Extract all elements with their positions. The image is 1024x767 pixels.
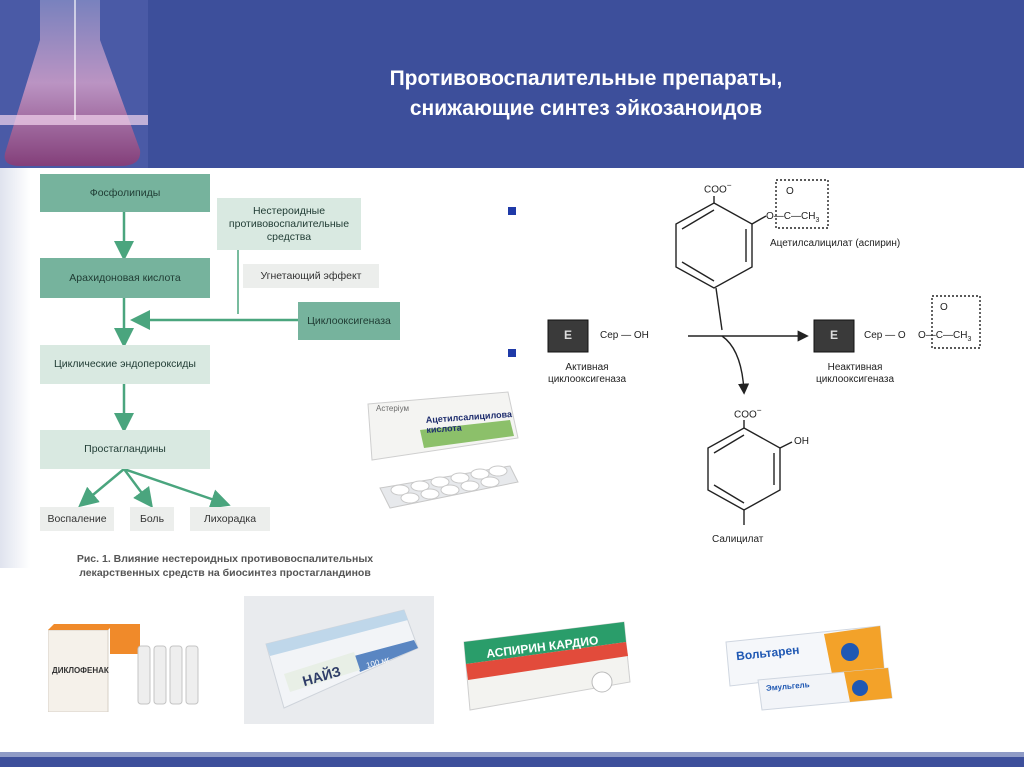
ester-text: O—C—CH — [766, 211, 816, 222]
flask-image — [0, 0, 148, 168]
footer-stripe — [0, 752, 1024, 757]
nise-drawing — [265, 609, 419, 709]
voltaren-package-image: Вольтарен Эмульгель — [724, 624, 896, 712]
page-title: Противовоспалительные препараты, снижающ… — [148, 64, 1024, 124]
inactive-o-top: O — [940, 302, 948, 313]
label-fever: Лихорадка — [203, 512, 257, 525]
left-shade — [0, 168, 30, 568]
aspirin-label: Ацетилсалицилат (аспирин) — [770, 238, 901, 249]
box-inflammation: Воспаление — [40, 507, 114, 531]
bullet-marker — [508, 349, 516, 357]
box-phospholipids: Фосфолипиды — [40, 174, 210, 212]
salicylate-label: Салицилат — [712, 534, 764, 545]
aspirin-coo: COO− — [704, 180, 732, 196]
inactive-ch3-subscript: 3 — [967, 336, 972, 343]
salicylate-coo: COO− — [734, 405, 762, 421]
box-arachidonic-acid: Арахидоновая кислота — [40, 258, 210, 298]
label-arachidonic-acid: Арахидоновая кислота — [69, 271, 181, 284]
aspirin-o-top: O — [786, 186, 794, 197]
enzyme-active-e: E — [563, 328, 572, 342]
box-nsaid: Нестероидные противовоспалительные средс… — [217, 198, 361, 250]
inactive-line-2: циклооксигеназа — [815, 374, 895, 385]
voltaren-drawing — [725, 625, 893, 711]
bullet-marker — [508, 207, 516, 215]
label-prostaglandins: Простагландины — [84, 443, 166, 455]
aspirin-ester: O—C—CH3 — [766, 211, 819, 224]
nise-package-image: НАЙЗ 100 мг — [244, 596, 434, 724]
box-fever: Лихорадка — [190, 507, 270, 531]
ch3-subscript: 3 — [815, 217, 820, 224]
active-label: Активная циклооксигеназа — [532, 362, 642, 386]
footer-bar — [0, 757, 1024, 767]
diclofenac-label: ДИКЛОФЕНАК — [52, 666, 109, 675]
ser-oh-text: Сер — OH — [600, 330, 649, 341]
diclofenac-package-image: ДИКЛОФЕНАК — [47, 622, 212, 713]
inactive-label: Неактивная циклооксигеназа — [800, 362, 910, 386]
active-line-2: циклооксигеназа — [547, 374, 627, 385]
label-cyclooxygenase: Циклооксигеназа — [307, 314, 391, 327]
aspirin-cardio-package-image: АСПИРИН КАРДИО — [462, 620, 632, 714]
header-banner — [0, 0, 1024, 168]
aspirin-package-image: Астеріум Ацетилсалицилова кислота — [360, 390, 525, 520]
box-prostaglandins: Простагландины — [40, 430, 210, 469]
diclofenac-drawing — [47, 624, 199, 713]
ser-o-text: Сер — O — [864, 330, 906, 341]
aspirin-package-drawing — [367, 391, 519, 509]
aspirin-cardio-drawing — [463, 621, 631, 711]
aspirin-brand: Астеріум — [376, 404, 409, 413]
salicylate-coo-text: COO — [734, 409, 757, 421]
figure-caption: Рис. 1. Влияние нестероидных противовосп… — [40, 552, 410, 580]
label-pain: Боль — [139, 512, 165, 525]
salicylate-oh: OH — [794, 436, 809, 447]
title-line-2: снижающие синтез эйкозаноидов — [409, 97, 763, 120]
box-inhibit-effect: Угнетающий эффект — [243, 264, 379, 288]
inactive-ester-text: O—C—CH — [918, 330, 968, 341]
active-line-1: Активная — [565, 362, 609, 373]
label-endoperoxides: Циклические эндопероксиды — [54, 358, 196, 370]
inactive-ester: O—C—CH3 — [918, 330, 971, 343]
caption-line-2: лекарственных средств на биосинтез прост… — [79, 567, 371, 579]
title-line-1: Противовоспалительные препараты, — [389, 67, 783, 90]
inactive-line-1: Неактивная — [827, 362, 883, 373]
coo-text: COO — [704, 184, 727, 196]
o-text: O — [786, 186, 794, 197]
caption-line-1: Рис. 1. Влияние нестероидных противовосп… — [76, 553, 374, 565]
label-inflammation: Воспаление — [47, 512, 107, 525]
box-endoperoxides: Циклические эндопероксиды — [40, 345, 210, 384]
box-pain: Боль — [130, 507, 174, 531]
enzyme-inactive-e: E — [829, 328, 838, 342]
box-cyclooxygenase: Циклооксигеназа — [298, 302, 400, 340]
label-phospholipids: Фосфолипиды — [89, 186, 161, 199]
label-inhibit-effect: Угнетающий эффект — [260, 269, 362, 282]
label-nsaid: Нестероидные противовоспалительные средс… — [228, 204, 350, 243]
